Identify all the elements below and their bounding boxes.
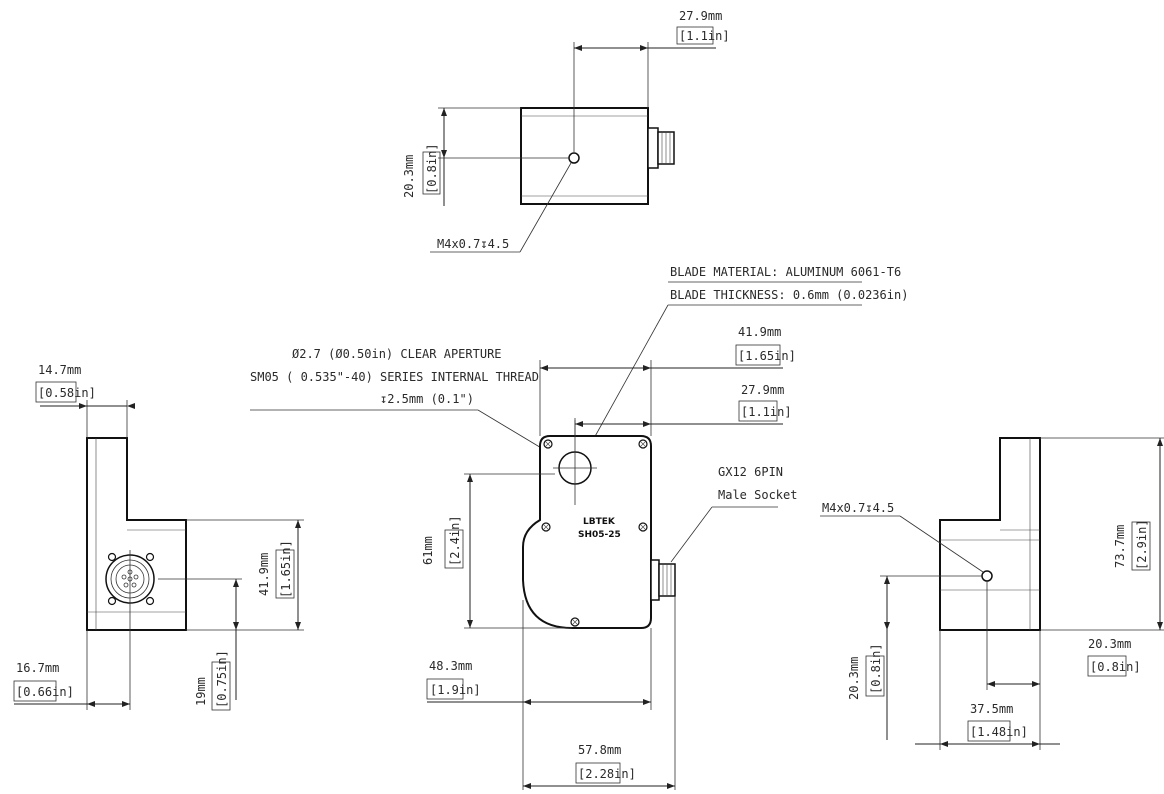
right-height-in: [2.9in] [1135, 519, 1149, 570]
right-left-mm: 20.3mm [847, 657, 861, 700]
top-view-connector [647, 127, 659, 169]
right-view-body [939, 437, 1041, 631]
right-left-in: [0.8in] [869, 643, 883, 694]
front-overall-mm: 57.8mm [578, 743, 621, 757]
front-offset-in: [1.1in] [741, 405, 792, 419]
top-width-in: [1.1in] [679, 29, 730, 43]
front-view-connector [650, 559, 660, 601]
connector-note-1: GX12 6PIN [718, 465, 783, 479]
left-height-mm: 41.9mm [257, 553, 271, 596]
front-view [427, 360, 783, 790]
right-bottom-mm: 37.5mm [970, 702, 1013, 716]
right-thread-label: M4x0.7↧4.5 [822, 501, 894, 515]
front-view-body [522, 435, 652, 629]
top-view-thread-hole [568, 152, 580, 164]
front-width-mm: 41.9mm [738, 325, 781, 339]
right-height-mm: 73.7mm [1113, 525, 1127, 568]
logo-brand: LBTEK [583, 517, 616, 527]
logo-model: SH05-25 [578, 530, 621, 540]
front-width-in: [1.65in] [738, 349, 796, 363]
right-20-in: [0.8in] [1090, 660, 1141, 674]
front-overall-in: [2.28in] [578, 767, 636, 781]
right-20-mm: 20.3mm [1088, 637, 1131, 651]
blade-thickness-note: BLADE THICKNESS: 0.6mm (0.0236in) [670, 288, 908, 302]
right-view-thread-hole [981, 570, 993, 582]
left-bottom-mm: 16.7mm [16, 661, 59, 675]
aperture-note-1: Ø2.7 (Ø0.50in) CLEAR APERTURE [292, 347, 502, 361]
left-19-mm: 19mm [194, 677, 208, 706]
blade-material-note: BLADE MATERIAL: ALUMINUM 6061-T6 [670, 265, 901, 279]
left-top-in: [0.58in] [38, 386, 96, 400]
top-thread-label: M4x0.7↧4.5 [437, 237, 509, 251]
arrowheads [79, 45, 1163, 789]
front-left-mm: 48.3mm [429, 659, 472, 673]
front-offset-mm: 27.9mm [741, 383, 784, 397]
left-bottom-in: [0.66in] [16, 685, 74, 699]
top-height-mm: 20.3mm [402, 155, 416, 198]
right-bottom-in: [1.48in] [970, 725, 1028, 739]
top-width-mm: 27.9mm [679, 9, 722, 23]
aperture-note-3: ↧2.5mm (0.1") [380, 392, 474, 406]
front-left-in: [1.9in] [430, 683, 481, 697]
front-height-in: [2.4in] [448, 515, 462, 566]
top-view [430, 42, 716, 253]
left-side-view [14, 400, 304, 710]
left-top-mm: 14.7mm [38, 363, 81, 377]
left-height-in: [1.65in] [279, 540, 293, 598]
aperture-note-2: SM05 ( 0.535"-40) SERIES INTERNAL THREAD [250, 370, 539, 384]
top-height-in: [0.8in] [425, 143, 439, 194]
front-height-mm: 61mm [421, 536, 435, 565]
left-19-in: [0.75in] [215, 650, 229, 708]
connector-note-2: Male Socket [718, 488, 797, 502]
top-view-body [520, 107, 649, 205]
right-side-view [820, 437, 1164, 750]
